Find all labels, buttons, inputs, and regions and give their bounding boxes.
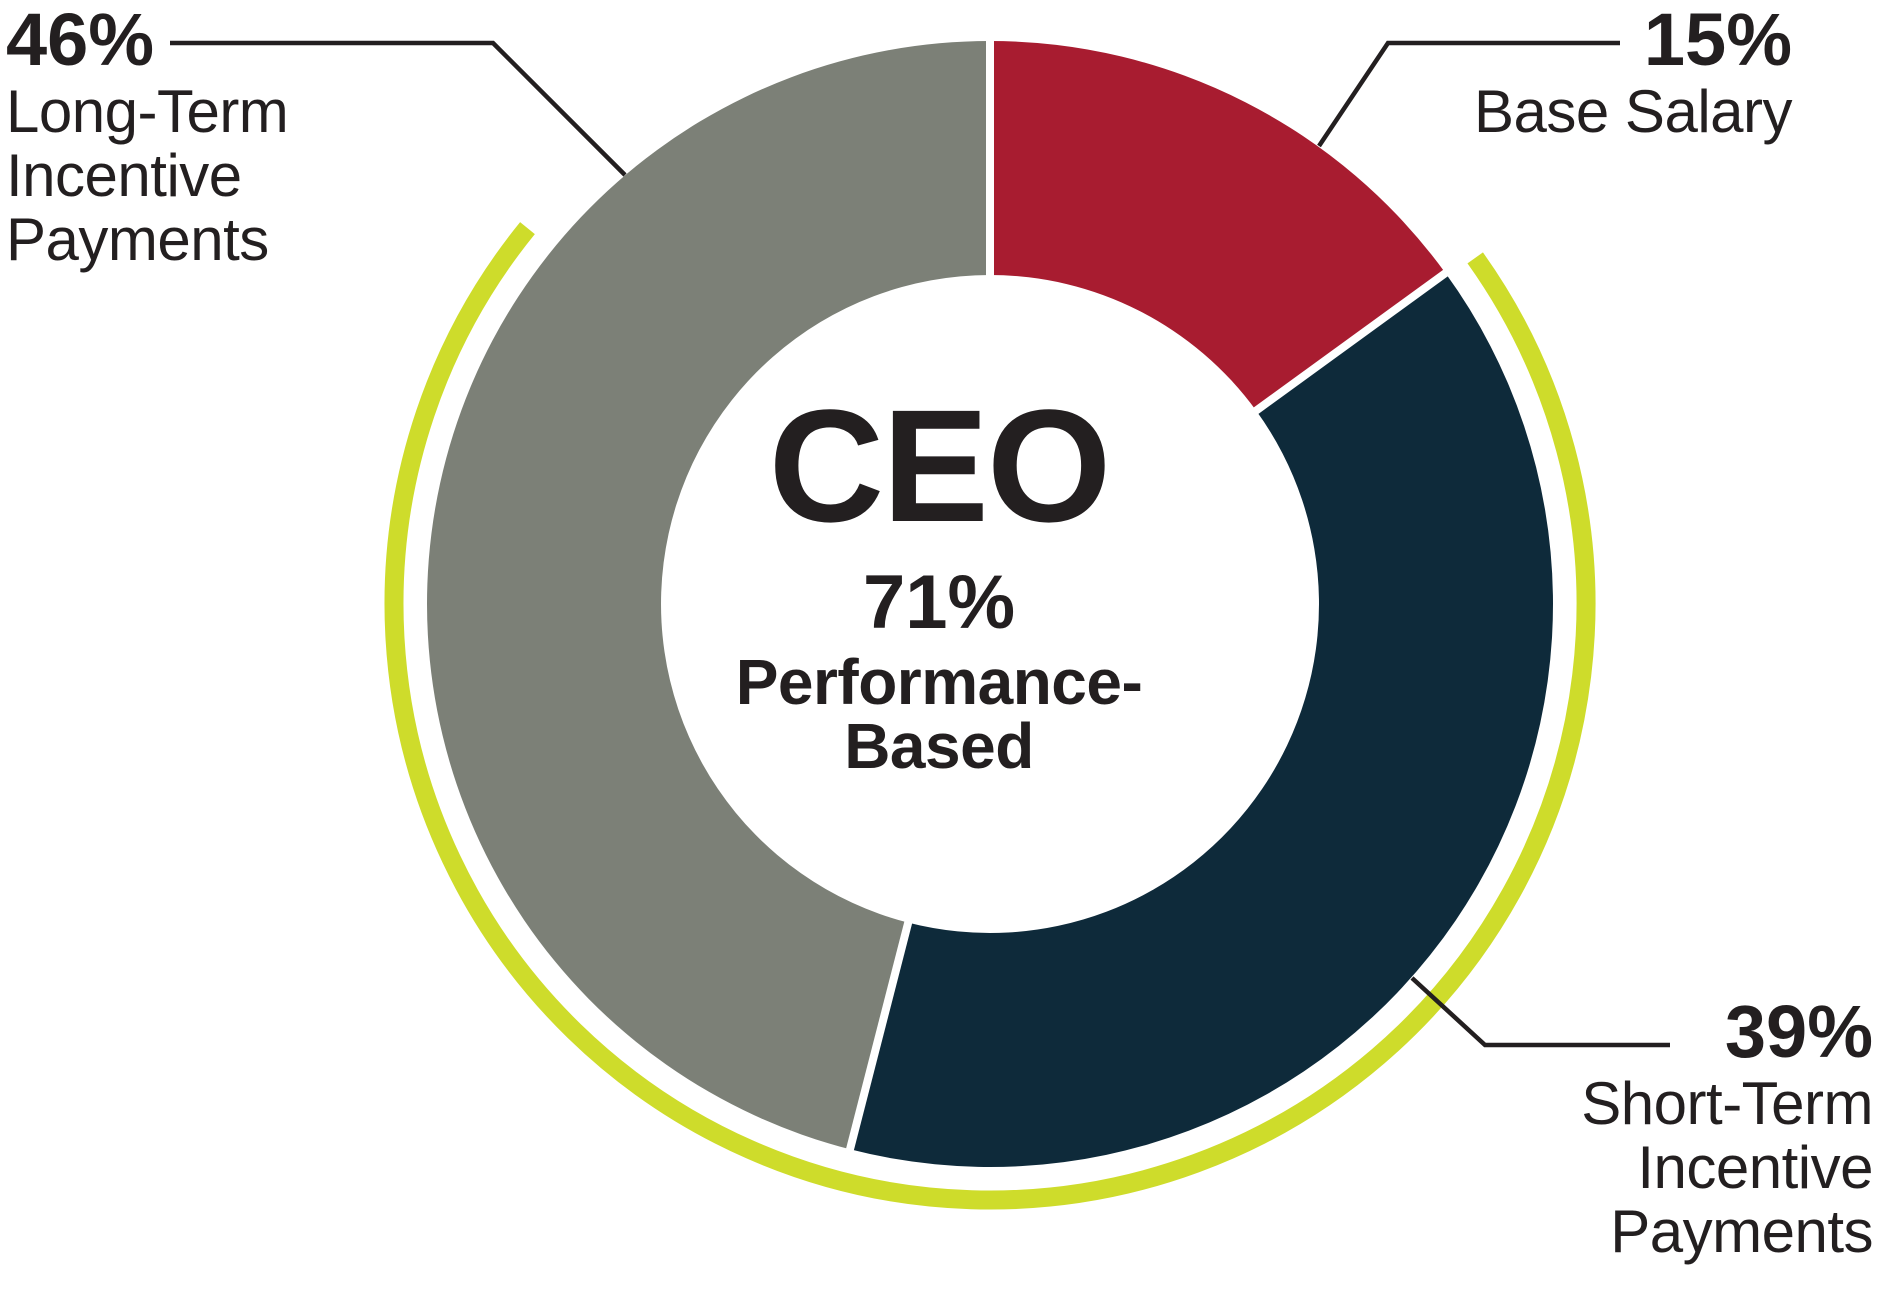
short-term-line-1: Short-Term — [1581, 1070, 1873, 1137]
long-term-text: Long-Term Incentive Payments — [6, 78, 289, 273]
donut-slice-base-salary — [990, 41, 1446, 411]
performance-highlight-arc — [384, 222, 1596, 1210]
center-percent: 71% — [862, 560, 1016, 645]
slice-separators — [844, 33, 1455, 1159]
center-subtitle-line-2: Based — [844, 710, 1034, 782]
slice-separator — [1245, 265, 1455, 420]
callout-long-term: 46% Long-Term Incentive Payments — [6, 0, 289, 273]
long-term-percent-label: 46% — [6, 0, 155, 81]
short-term-line-2: Incentive — [1637, 1134, 1873, 1201]
center-subtitle-line-1: Performance- — [735, 646, 1143, 718]
base-salary-line-1: Base Salary — [1474, 78, 1793, 145]
long-term-line-3: Payments — [6, 206, 269, 273]
slice-separator — [844, 911, 915, 1159]
base-salary-percent-label: 15% — [1643, 0, 1792, 81]
center-title: CEO — [768, 376, 1112, 555]
donut-slice-long-term-incentive-payments — [427, 41, 990, 1150]
highlight-arc-71-percent — [384, 222, 1596, 1210]
leader-line-short-term — [1410, 976, 1670, 1048]
leader-line-base-salary — [1317, 40, 1620, 148]
long-term-line-1: Long-Term — [6, 78, 289, 145]
center-subtitle: Performance- Based — [0, 650, 1878, 778]
long-term-line-2: Incentive — [6, 142, 242, 209]
short-term-text: Short-Term Incentive Payments — [1581, 1072, 1873, 1264]
donut-slices — [427, 41, 1553, 1167]
callout-base-salary: 15% Base Salary — [1474, 0, 1793, 145]
short-term-percent-label: 39% — [1724, 990, 1873, 1073]
donut-slice-short-term-incentive-payments — [849, 273, 1553, 1167]
base-salary-text: Base Salary — [1474, 78, 1793, 145]
callout-short-term: 39% Short-Term Incentive Payments — [1581, 992, 1873, 1264]
leader-lines — [170, 40, 1670, 1048]
short-term-line-3: Payments — [1610, 1198, 1873, 1265]
leader-line-long-term — [170, 40, 627, 177]
